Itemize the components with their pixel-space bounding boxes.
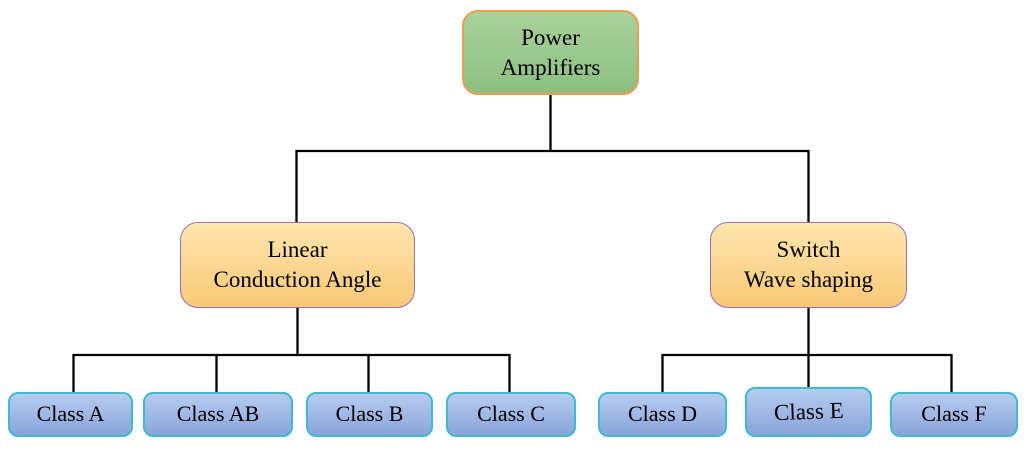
class-d-label: Class D (627, 401, 698, 427)
class-a-label: Class A (36, 401, 105, 427)
class-ab-label: Class AB (176, 401, 260, 427)
node-class-e: Class E (745, 387, 872, 437)
node-class-c: Class C (446, 392, 576, 437)
node-switch-wave-shaping: Switch Wave shaping (710, 222, 907, 308)
node-class-ab: Class AB (143, 392, 293, 437)
power-amplifiers-label-line1: Power (521, 24, 580, 50)
power-amplifiers-label-line2: Amplifiers (500, 54, 601, 80)
node-class-a: Class A (8, 392, 133, 437)
node-linear-conduction-angle: Linear Conduction Angle (180, 222, 415, 308)
linear-label-line1: Linear (267, 237, 328, 263)
class-b-label: Class B (335, 401, 404, 427)
node-class-f: Class F (890, 392, 1018, 437)
node-power-amplifiers: Power Amplifiers (462, 10, 639, 95)
class-c-label: Class C (477, 401, 545, 427)
switch-label-line2: Wave shaping (743, 267, 874, 292)
node-class-b: Class B (306, 392, 433, 437)
node-class-d: Class D (598, 392, 727, 437)
class-f-label: Class F (921, 401, 987, 427)
class-e-label: Class E (773, 397, 844, 426)
switch-label-line1: Switch (776, 237, 841, 263)
linear-label-line2: Conduction Angle (213, 267, 382, 292)
